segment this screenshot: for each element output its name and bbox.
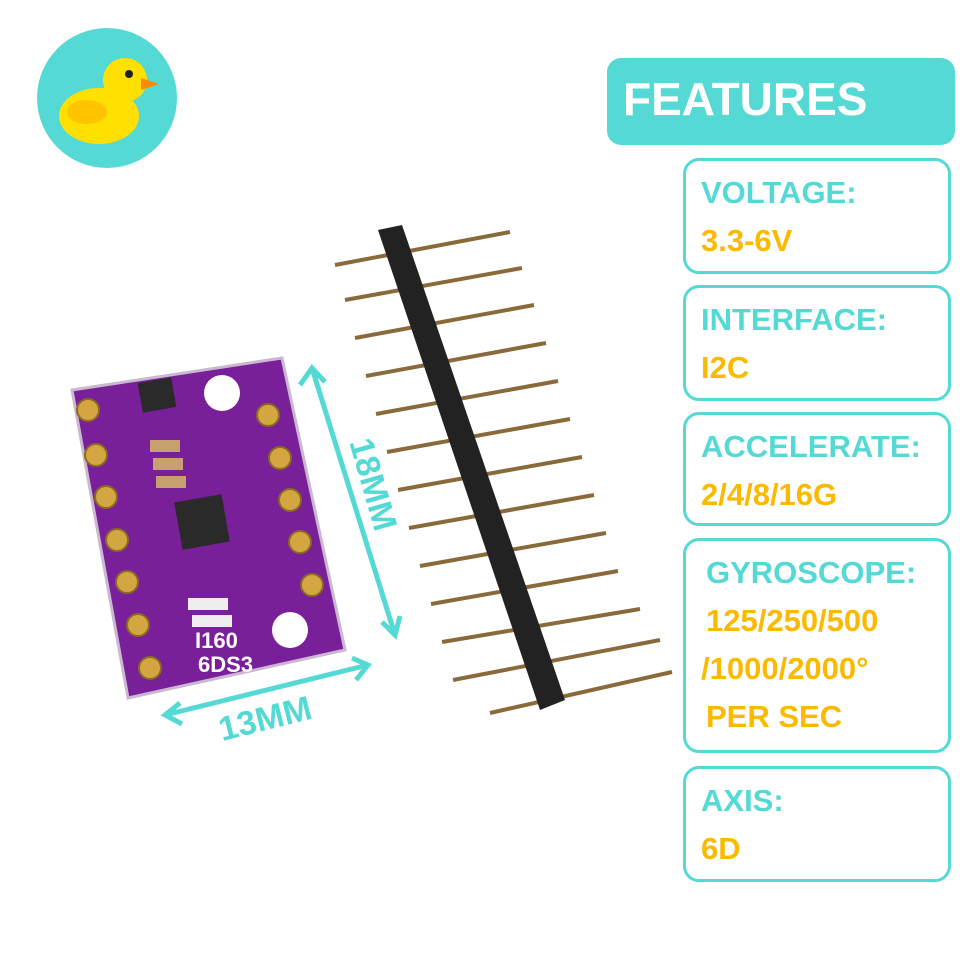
feature-label: ACCELERATE: bbox=[701, 429, 921, 464]
feature-value: 125/250/500 bbox=[706, 603, 879, 638]
feature-gyroscope: GYROSCOPE: 125/250/500 /1000/2000° PER S… bbox=[683, 538, 951, 753]
feature-value: 2/4/8/16G bbox=[701, 477, 838, 512]
logo bbox=[37, 28, 177, 168]
feature-value: I2C bbox=[701, 350, 750, 385]
feature-value: 6D bbox=[701, 831, 741, 866]
duck-icon bbox=[59, 58, 159, 144]
board-label-1: I160 bbox=[195, 628, 238, 653]
feature-label: INTERFACE: bbox=[701, 302, 887, 337]
features-header: FEATURES bbox=[607, 58, 955, 145]
feature-axis: AXIS: 6D bbox=[683, 766, 951, 882]
feature-label: GYROSCOPE: bbox=[706, 555, 917, 590]
pcb-board: I160 6DS3 bbox=[70, 356, 347, 700]
board-label-2: 6DS3 bbox=[198, 652, 253, 677]
dimension-arrows bbox=[160, 364, 403, 727]
product-illustration: I160 6DS3 bbox=[70, 225, 673, 727]
pin-header bbox=[334, 225, 673, 715]
feature-value: /1000/2000° bbox=[701, 651, 869, 686]
feature-label: AXIS: bbox=[701, 783, 784, 818]
feature-value: PER SEC bbox=[706, 699, 843, 734]
feature-voltage: VOLTAGE: 3.3-6V bbox=[683, 158, 951, 274]
feature-interface: INTERFACE: I2C bbox=[683, 285, 951, 401]
features-title: FEATURES bbox=[623, 73, 868, 125]
feature-value: 3.3-6V bbox=[701, 223, 793, 258]
feature-label: VOLTAGE: bbox=[701, 175, 857, 210]
feature-accelerate: ACCELERATE: 2/4/8/16G bbox=[683, 412, 951, 526]
